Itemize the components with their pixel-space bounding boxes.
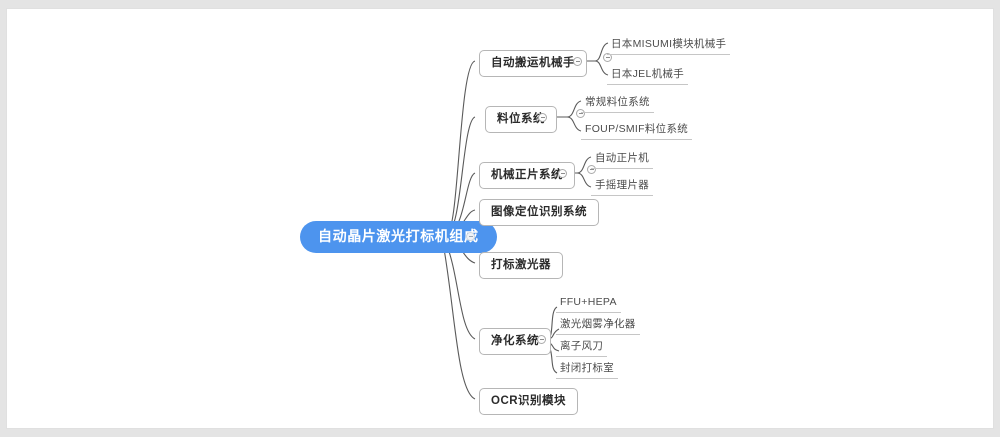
edge-branch-3-to-child-2 xyxy=(576,172,592,188)
leaf-node-6-1[interactable]: FFU+HEPA xyxy=(556,295,621,313)
branch-node-5[interactable]: 打标激光器 xyxy=(479,252,563,279)
leaf-node-3-2[interactable]: 手摇理片器 xyxy=(591,178,653,196)
edge-root-to-branch-6 xyxy=(444,240,476,340)
branch-node-7[interactable]: OCR识别模块 xyxy=(479,388,579,415)
leaf-node-2-2[interactable]: FOUP/SMIF料位系统 xyxy=(581,122,693,140)
root-node[interactable]: 自动晶片激光打标机组成 xyxy=(300,221,497,253)
leaf-node-2-1[interactable]: 常规料位系统 xyxy=(581,95,654,113)
edge-root-to-branch-1 xyxy=(446,60,476,234)
leaf-node-6-4[interactable]: 封闭打标室 xyxy=(556,361,618,379)
branch-node-4[interactable]: 图像定位识别系统 xyxy=(479,199,599,226)
branch-3-child-group-toggle-icon[interactable] xyxy=(587,165,596,174)
branch-6-collapse-toggle-icon[interactable] xyxy=(537,335,546,344)
branch-2-child-group-toggle-icon[interactable] xyxy=(576,109,585,118)
edge-branch-2-to-child-2 xyxy=(566,116,582,132)
branch-3-collapse-toggle-icon[interactable] xyxy=(558,169,567,178)
branch-node-1[interactable]: 自动搬运机械手 xyxy=(479,50,587,77)
leaf-node-1-1[interactable]: 日本MISUMI模块机械手 xyxy=(607,37,731,55)
leaf-node-3-1[interactable]: 自动正片机 xyxy=(591,151,653,169)
branch-node-6[interactable]: 净化系统 xyxy=(479,328,551,355)
leaf-node-1-2[interactable]: 日本JEL机械手 xyxy=(607,67,688,85)
root-collapse-toggle-icon[interactable] xyxy=(466,232,475,241)
leaf-node-6-3[interactable]: 离子风刀 xyxy=(556,339,608,357)
edge-root-to-branch-7 xyxy=(442,242,476,400)
branch-2-collapse-toggle-icon[interactable] xyxy=(538,113,547,122)
edge-root-to-branch-2 xyxy=(446,116,476,234)
mindmap-canvas[interactable]: 自动晶片激光打标机组成 自动搬运机械手 日本MISUMI模块机械手 日本JEL机… xyxy=(6,8,994,429)
branch-1-child-group-toggle-icon[interactable] xyxy=(603,53,612,62)
branch-1-collapse-toggle-icon[interactable] xyxy=(573,57,582,66)
leaf-node-6-2[interactable]: 激光烟雾净化器 xyxy=(556,317,640,335)
